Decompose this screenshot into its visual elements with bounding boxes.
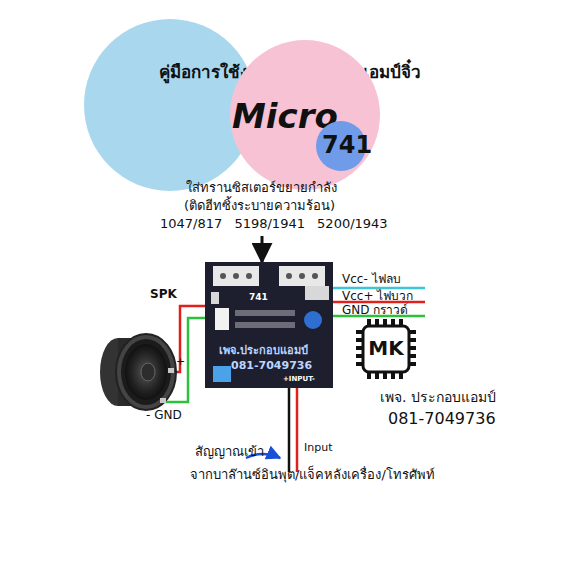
speaker <box>100 334 176 410</box>
signal-name: GND กราวด์ <box>342 303 408 317</box>
amp-board: 741 เพจ.ประกอบแอมป์ 081-7049736 +INPUT- <box>205 262 333 388</box>
pointer-arrow <box>261 236 264 262</box>
amp-board-text: +INPUT- <box>283 375 315 383</box>
blue-circle <box>84 19 256 191</box>
signal-name: Vcc+ ไฟบวก <box>342 289 413 303</box>
input-plus-wire <box>296 386 299 472</box>
note-text: ใส่ทรานซิสเตอร์ขยายกำลัง <box>186 180 337 196</box>
note-text: จากบาล๊านซ์อินพุต/แจ็คหลังเครื่อง/โทรศัพ… <box>190 467 435 483</box>
signal-name: Vcc- ไฟลบ <box>342 272 401 286</box>
mk-logo: MK <box>355 318 417 380</box>
contact-text: เพจ. ประกอบแอมป์ <box>380 389 496 406</box>
vcc-minus-wire <box>330 287 425 290</box>
logo-number-circle-label: 741 <box>322 131 372 160</box>
amp-board-label: 741 <box>249 292 268 303</box>
spk-plus-wire <box>172 306 208 372</box>
logo-number-circle: 741 <box>316 121 366 171</box>
signal-name: SPK <box>150 287 177 301</box>
note-text: (ติดฮีทซิ้งระบายความร้อน) <box>184 198 335 214</box>
input-minus-wire <box>288 386 291 472</box>
note-text: สัญญาณเข้า <box>195 444 264 460</box>
pin-name: - GND <box>146 408 182 422</box>
logo-circle: Micro <box>230 40 380 190</box>
mk-logo-label: MK <box>355 336 417 360</box>
amp-board-text: 081-7049736 <box>231 359 312 372</box>
amp-board-text: เพจ.ประกอบแอมป์ <box>219 344 308 357</box>
part-numbers: 1047/817 5198/1941 5200/1943 <box>160 216 388 232</box>
pin-name: + <box>176 355 185 368</box>
signal-name: Input <box>304 441 332 454</box>
phone-number: 081-7049736 <box>388 409 496 428</box>
